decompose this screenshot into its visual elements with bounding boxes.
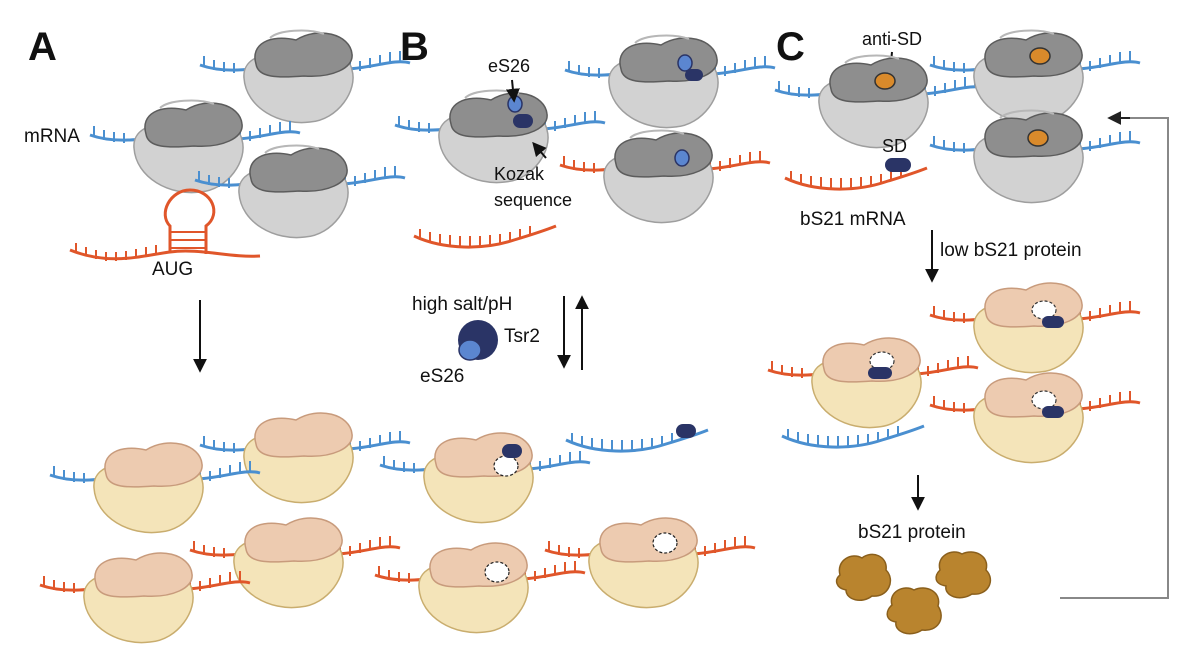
sd-sequence	[885, 158, 911, 172]
feedback-line	[1060, 117, 1169, 599]
panel-a-ribosome-6	[188, 517, 402, 609]
bs21-mrna-label: bS21 mRNA	[800, 209, 906, 230]
panel-a-ribosome-5	[48, 442, 262, 534]
low-bs21-protein-label: low bS21 protein	[940, 240, 1082, 261]
panel-b: B eS26 Kozak sequence high salt/pH	[373, 25, 777, 634]
panel-b-free-mrna-bound	[564, 424, 710, 453]
panel-c-ribosome-3	[928, 109, 1142, 204]
anti-sd-label: anti-SD	[862, 29, 922, 49]
stem-loop-mrna	[69, 188, 261, 261]
panel-b-ribosome-4	[378, 432, 592, 524]
panel-c-ribosome-5	[766, 337, 980, 429]
bs21-protein-cluster	[835, 551, 992, 635]
free-es26-label: eS26	[420, 366, 464, 387]
panel-b-ribosome-6	[543, 517, 757, 609]
panel-b-free-mrna	[412, 224, 558, 249]
es26-protein	[507, 95, 523, 113]
kozak-pointer	[532, 141, 547, 159]
panel-c-free-mrna	[780, 424, 926, 449]
panel-c-ribosome-2	[928, 29, 1142, 124]
anti-sd-site	[874, 72, 896, 90]
kozak-label-line1: Kozak	[494, 164, 545, 184]
kozak-label-line2: sequence	[494, 190, 572, 210]
high-salt-label: high salt/pH	[412, 294, 512, 315]
panel-c-letter: C	[776, 25, 805, 69]
kozak-marker	[513, 114, 533, 128]
bs21-protein-1	[835, 553, 892, 602]
bs21-protein-2	[935, 551, 992, 599]
bs21-protein-label: bS21 protein	[858, 522, 966, 543]
tsr2-es26-complex	[458, 320, 498, 361]
bs21-mrna	[783, 158, 929, 191]
panel-b-letter: B	[400, 25, 429, 69]
sd-label: SD	[882, 136, 907, 156]
panel-a: A mRNA AUG	[24, 25, 412, 644]
panel-c-ribosome-1	[773, 54, 987, 149]
aug-label: AUG	[152, 259, 193, 280]
panel-a-ribosome-4	[198, 412, 412, 504]
panel-b-ribosome-2	[563, 34, 777, 129]
tsr2-label: Tsr2	[504, 326, 540, 347]
panel-b-ribosome-5	[373, 542, 587, 634]
es26-pointer	[505, 79, 520, 103]
panel-c: C anti-SD SD bS21 mRNA low bS21 protein	[766, 25, 1169, 635]
panel-c-ribosome-4	[928, 282, 1142, 374]
panel-a-letter: A	[28, 25, 57, 69]
panel-b-ribosome-3	[558, 129, 772, 224]
bs21-protein-3	[886, 587, 942, 635]
panel-c-ribosome-6	[928, 372, 1142, 464]
panel-a-ribosome-7	[38, 552, 252, 644]
mrna-label: mRNA	[24, 126, 80, 147]
es26-label: eS26	[488, 56, 530, 76]
free-es26-protein	[458, 339, 482, 361]
